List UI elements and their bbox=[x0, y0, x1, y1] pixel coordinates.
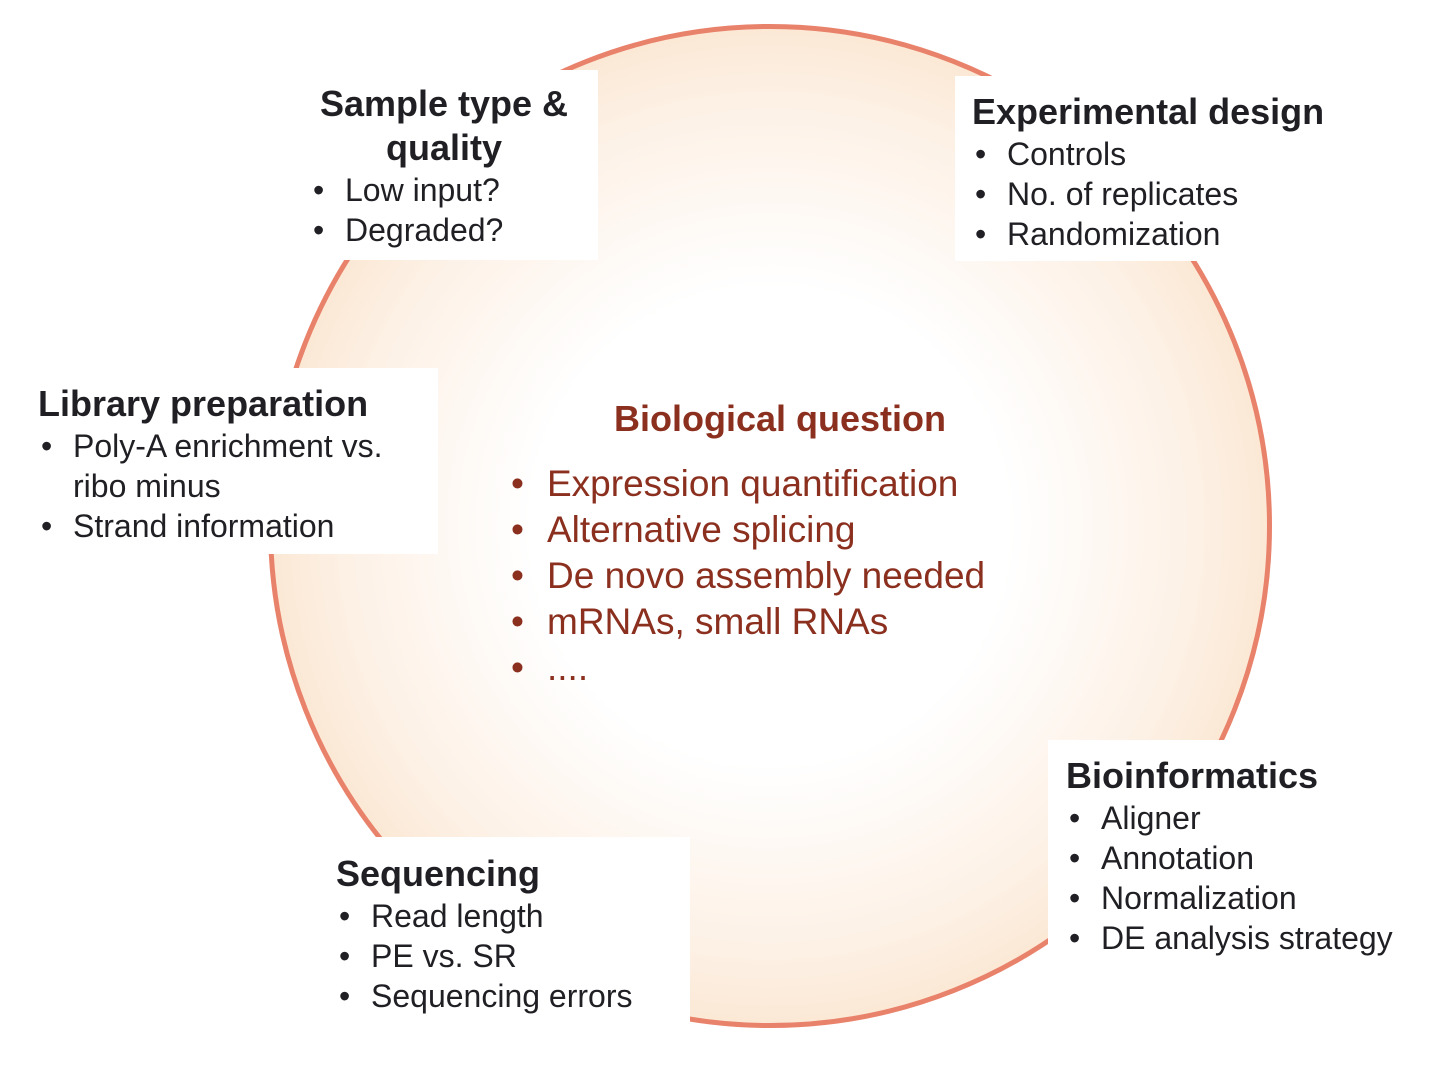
bioinformatics-title: Bioinformatics bbox=[1066, 755, 1319, 796]
library-preparation-box: Library preparation Poly-A enrichment vs… bbox=[22, 368, 438, 554]
list-item: Poly-A enrichment vs. ribo minus bbox=[38, 426, 438, 506]
list-item: Strand information bbox=[38, 506, 438, 546]
biological-question-list: Expression quantification Alternative sp… bbox=[506, 461, 1046, 691]
sequencing-title: Sequencing bbox=[336, 853, 541, 894]
list-item: De novo assembly needed bbox=[506, 553, 1046, 599]
experimental-design-title: Experimental design bbox=[972, 91, 1325, 132]
list-item: PE vs. SR bbox=[336, 936, 690, 976]
sample-type-title: Sample type & quality bbox=[319, 83, 569, 168]
list-item: DE analysis strategy bbox=[1066, 918, 1428, 958]
sample-type-list: Low input? Degraded? bbox=[310, 170, 598, 250]
list-item: Controls bbox=[972, 134, 1365, 174]
library-preparation-title: Library preparation bbox=[38, 383, 369, 424]
list-item: Sequencing errors bbox=[336, 976, 690, 1016]
biological-question-title: Biological question bbox=[613, 398, 946, 439]
list-item: Aligner bbox=[1066, 798, 1428, 838]
list-item: mRNAs, small RNAs bbox=[506, 599, 1046, 645]
list-item: No. of replicates bbox=[972, 174, 1365, 214]
library-preparation-list: Poly-A enrichment vs. ribo minus Strand … bbox=[38, 426, 438, 546]
list-item: Expression quantification bbox=[506, 461, 1046, 507]
list-item: Read length bbox=[336, 896, 690, 936]
list-item: Randomization bbox=[972, 214, 1365, 254]
list-item: Normalization bbox=[1066, 878, 1428, 918]
list-item: Degraded? bbox=[310, 210, 598, 250]
experimental-design-box: Experimental design Controls No. of repl… bbox=[955, 76, 1365, 261]
sequencing-list: Read length PE vs. SR Sequencing errors bbox=[336, 896, 690, 1016]
list-item: Low input? bbox=[310, 170, 598, 210]
bioinformatics-box: Bioinformatics Aligner Annotation Normal… bbox=[1048, 740, 1428, 970]
biological-question-panel: Biological question Expression quantific… bbox=[506, 394, 1046, 691]
list-item: .... bbox=[506, 645, 1046, 691]
list-item: Alternative splicing bbox=[506, 507, 1046, 553]
sample-type-box: Sample type & quality Low input? Degrade… bbox=[290, 70, 598, 260]
experimental-design-list: Controls No. of replicates Randomization bbox=[972, 134, 1365, 254]
bioinformatics-list: Aligner Annotation Normalization DE anal… bbox=[1066, 798, 1428, 958]
sequencing-box: Sequencing Read length PE vs. SR Sequenc… bbox=[320, 837, 690, 1027]
list-item: Annotation bbox=[1066, 838, 1428, 878]
